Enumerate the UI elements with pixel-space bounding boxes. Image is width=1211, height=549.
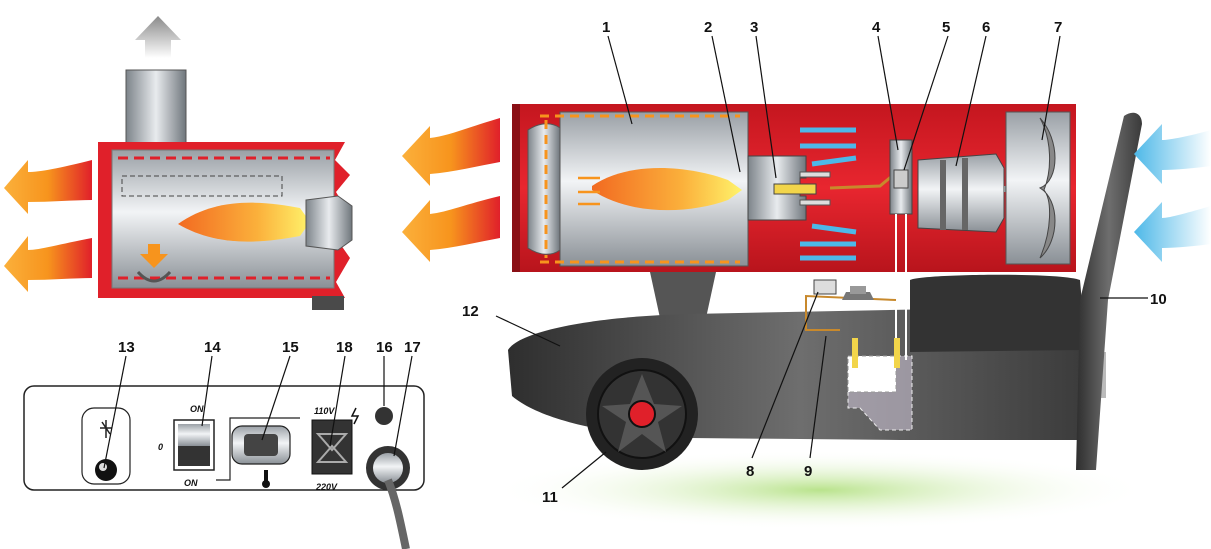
chimney-pipe xyxy=(125,69,187,155)
handle xyxy=(1076,112,1142,470)
label-6: 6 xyxy=(982,19,990,36)
wheel xyxy=(586,358,698,470)
label-9: 9 xyxy=(804,463,812,480)
fan-blade xyxy=(1038,117,1056,259)
cold-air-in xyxy=(1134,124,1211,262)
thermostat-knob[interactable] xyxy=(231,425,291,465)
label-16: 16 xyxy=(376,339,393,356)
thermometer-icon xyxy=(262,470,270,488)
label-12: 12 xyxy=(462,303,479,320)
label-8: 8 xyxy=(746,463,754,480)
ground-shadow xyxy=(490,450,1150,530)
label-18: 18 xyxy=(336,339,353,356)
label-4: 4 xyxy=(872,19,881,36)
fan-housing xyxy=(1005,111,1071,265)
fuel-filter xyxy=(813,279,837,295)
electric-motor xyxy=(917,153,1005,233)
label-3: 3 xyxy=(750,19,758,36)
panel-plate xyxy=(23,385,425,491)
label-5: 5 xyxy=(942,19,950,36)
switch-on-top-label: ON xyxy=(190,404,204,414)
label-2: 2 xyxy=(704,19,712,36)
leader-lines xyxy=(103,35,1148,489)
main-heater xyxy=(508,104,1142,470)
label-11: 11 xyxy=(542,489,558,506)
label-7: 7 xyxy=(1054,19,1062,36)
label-13: 13 xyxy=(118,339,135,356)
switch-off-label: 0 xyxy=(158,442,163,452)
label-10: 10 xyxy=(1150,291,1167,308)
blue-air-arrows xyxy=(800,127,857,261)
control-panel: ON 0 ON 110V 220V xyxy=(23,385,425,549)
flame-main xyxy=(592,168,742,211)
main-switch[interactable] xyxy=(173,419,215,471)
voltage-bottom-label: 220V xyxy=(315,482,338,492)
callout-numbers: 1 2 3 4 5 6 7 8 9 10 11 12 13 14 15 18 1… xyxy=(118,19,1167,506)
hot-air-out-left xyxy=(4,160,92,292)
switch-on-bottom-label: ON xyxy=(184,478,198,488)
label-14: 14 xyxy=(204,339,221,356)
exhaust-arrow xyxy=(135,16,181,58)
voltage-selector[interactable] xyxy=(311,419,353,475)
flame-left xyxy=(178,202,310,242)
voltage-top-label: 110V xyxy=(314,406,335,416)
power-cable xyxy=(366,446,410,549)
label-1: 1 xyxy=(602,19,610,36)
chimney-heater-detail xyxy=(98,16,353,310)
label-17: 17 xyxy=(404,339,421,356)
power-indicator xyxy=(375,407,393,425)
label-15: 15 xyxy=(282,339,299,356)
lightning-icon xyxy=(350,407,360,425)
hot-air-out-main xyxy=(402,118,500,262)
